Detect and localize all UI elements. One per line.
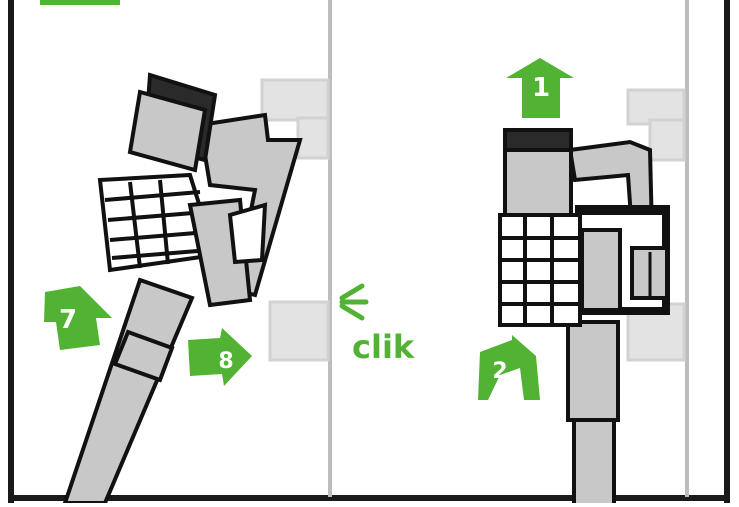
step-number: 8 xyxy=(218,349,233,374)
wand-collar xyxy=(568,322,618,420)
vacuum-body xyxy=(500,130,580,325)
header-tab xyxy=(40,0,120,5)
wall-line-left xyxy=(328,0,330,497)
step-number: 1 xyxy=(532,73,550,103)
vacuum-wand xyxy=(574,418,614,503)
click-label: clik xyxy=(352,328,415,366)
wall-line-right xyxy=(685,0,689,497)
wall-dock xyxy=(575,205,670,315)
step-number: 2 xyxy=(492,359,507,384)
step-number: 7 xyxy=(59,305,77,335)
